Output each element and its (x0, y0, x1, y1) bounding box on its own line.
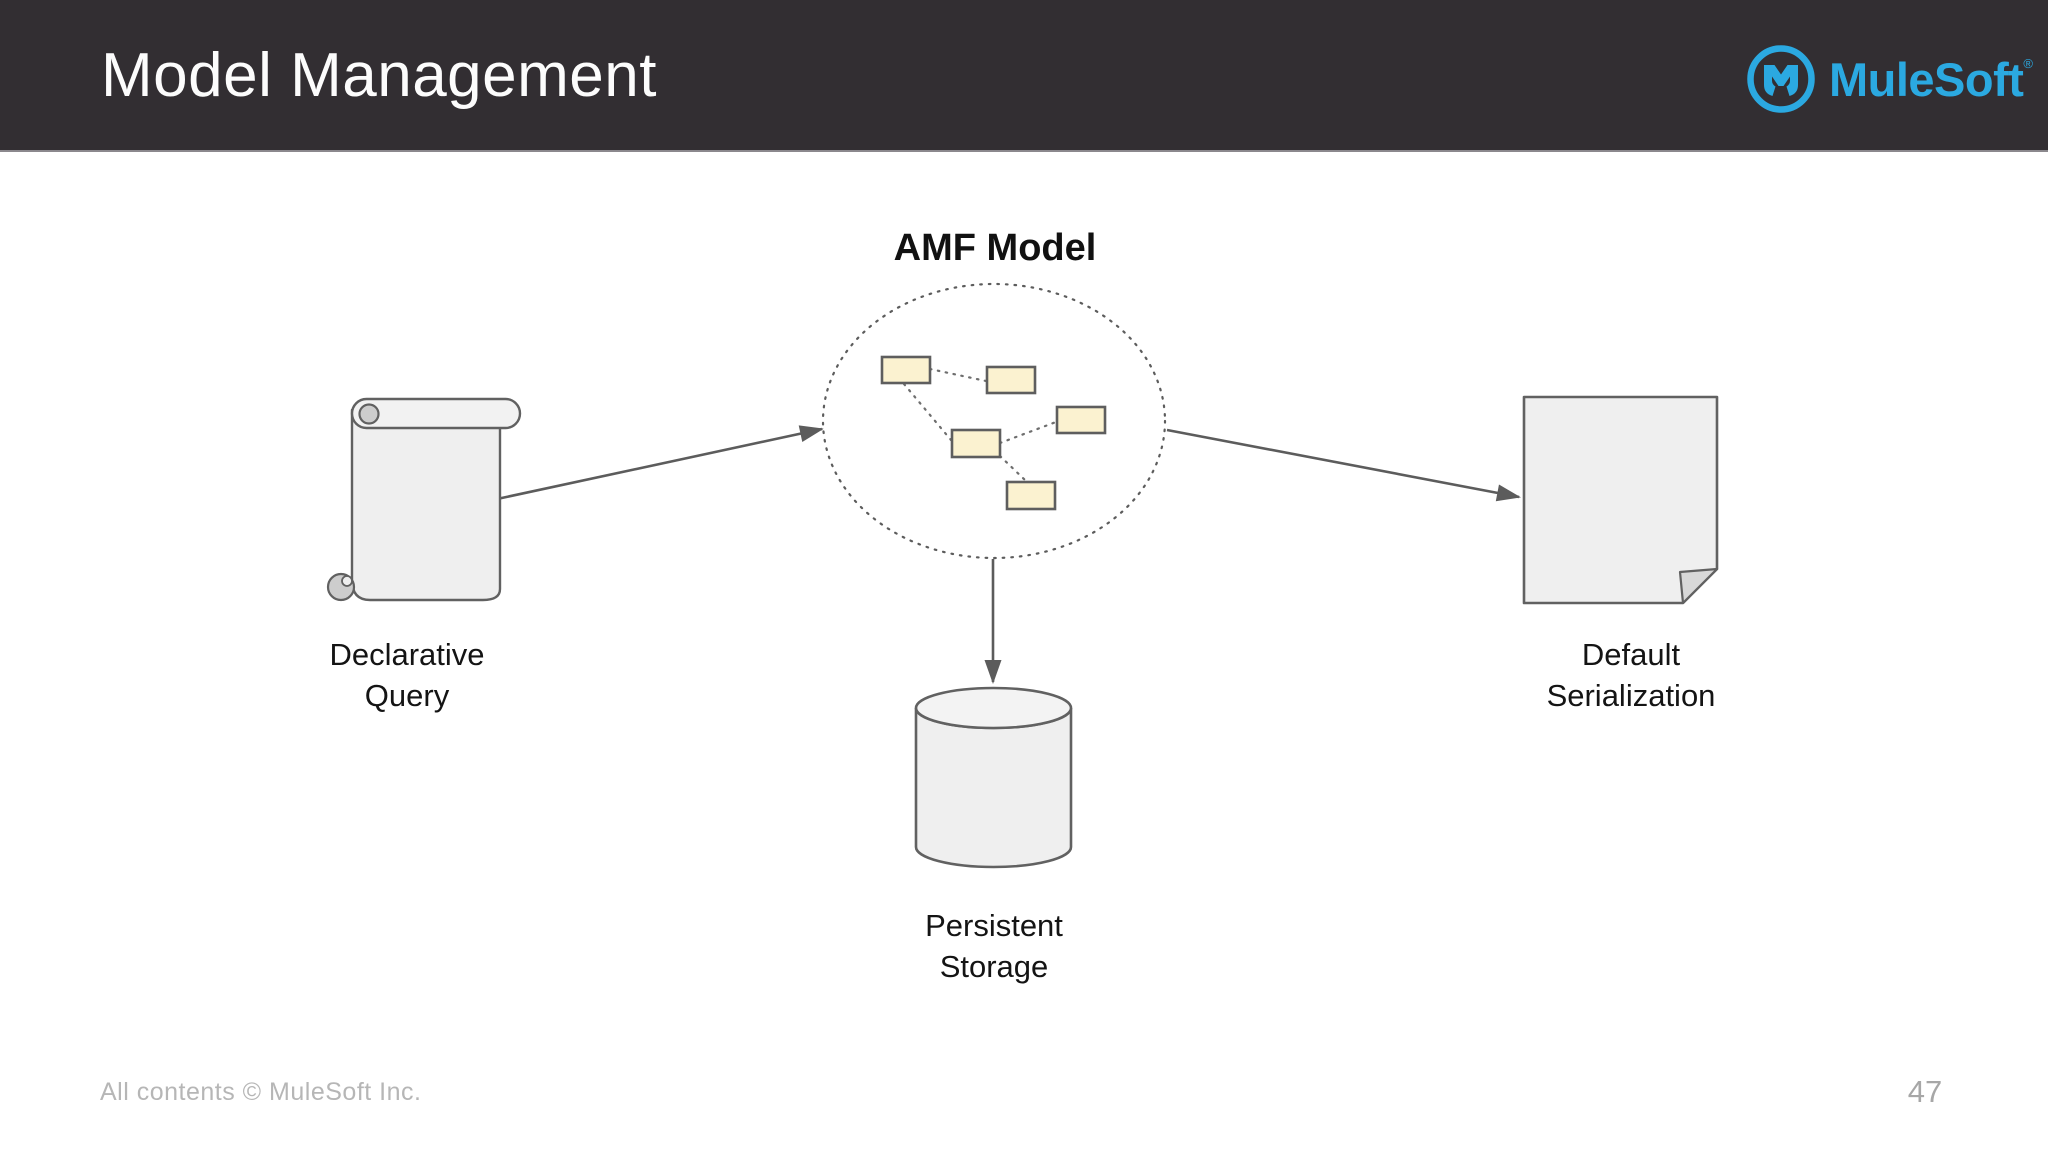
mulesoft-logo-icon (1747, 45, 1815, 113)
model-box (880, 355, 932, 385)
mulesoft-wordmark: MuleSoft (1829, 52, 2024, 106)
model-box (985, 365, 1037, 395)
footer-copyright: All contents © MuleSoft Inc. (100, 1078, 422, 1106)
header-bar: Model Management MuleSoft® (0, 0, 2048, 152)
model-box (1055, 405, 1107, 435)
amf-model-ellipse (821, 282, 1167, 560)
page-title: Model Management (101, 41, 657, 110)
default-serialization-label: Default Serialization (1546, 637, 1716, 713)
arrow-declarative-to-amf (496, 425, 824, 501)
mulesoft-logo: MuleSoft® (1746, 44, 2033, 114)
model-box (1005, 480, 1057, 511)
model-box-connectors (902, 367, 1058, 483)
cylinder-icon (914, 686, 1073, 869)
amf-model-label: AMF Model (893, 227, 1097, 269)
scroll-icon (326, 397, 522, 602)
persistent-storage-label: Persistent Storage (925, 908, 1063, 984)
registered-trademark-symbol: ® (2023, 55, 2033, 71)
model-box (950, 428, 1002, 459)
declarative-query-label: Declarative Query (329, 637, 485, 713)
document-icon (1522, 395, 1719, 605)
mulesoft-logo-text: MuleSoft® (1829, 52, 2033, 107)
amf-model-group (821, 282, 1167, 560)
model-boxes (880, 355, 1107, 511)
page-number: 47 (1907, 1074, 1943, 1109)
arrow-amf-to-serialization (1166, 428, 1521, 502)
